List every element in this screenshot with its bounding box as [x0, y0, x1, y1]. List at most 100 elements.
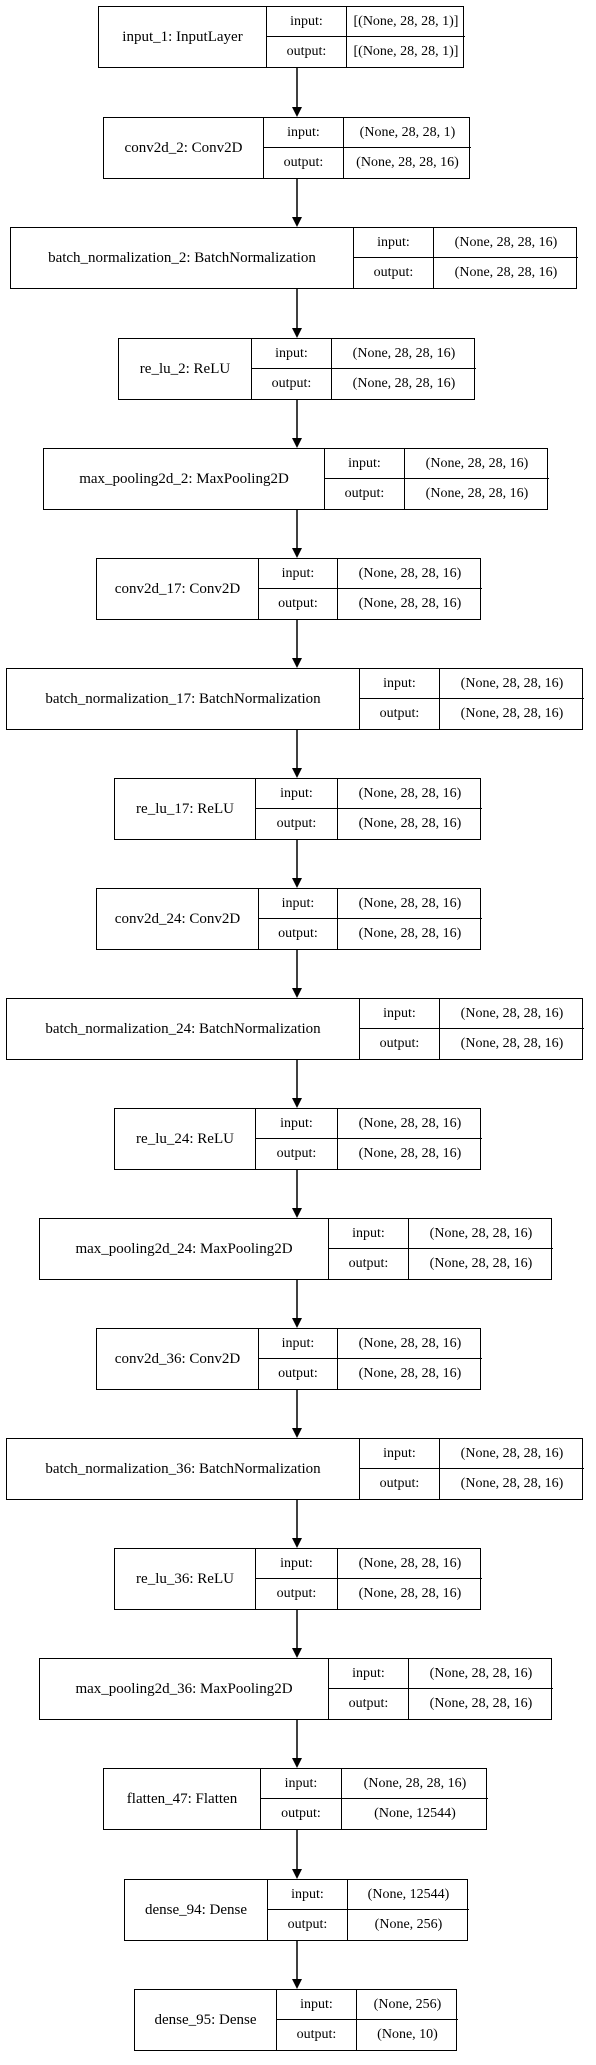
- input-label: input:: [354, 228, 434, 258]
- layer-name: batch_normalization_36: BatchNormalizati…: [7, 1439, 360, 1499]
- output-shape: (None, 28, 28, 16): [358, 1146, 462, 1161]
- layer-name: max_pooling2d_2: MaxPooling2D: [44, 449, 325, 509]
- input-shape: (None, 28, 28, 16): [409, 1219, 553, 1249]
- output-shape: (None, 12544): [374, 1806, 456, 1821]
- arrow-head: [292, 768, 302, 778]
- arrow-head: [292, 1208, 302, 1218]
- input-shape: (None, 28, 28, 16): [342, 1769, 488, 1799]
- output-label: output:: [256, 1139, 338, 1169]
- input-label: input:: [360, 669, 440, 699]
- layer-node-re-lu-2: re_lu_2: ReLU input: (None, 28, 28, 16) …: [118, 338, 476, 400]
- output-shape: (None, 28, 28, 16): [429, 1696, 533, 1711]
- layer-node-flatten-47: flatten_47: Flatten input: (None, 28, 28…: [103, 1768, 488, 1830]
- output-label: output:: [256, 809, 338, 839]
- output-label: output:: [259, 589, 338, 619]
- output-shape: (None, 28, 28, 16): [358, 1586, 462, 1601]
- input-shape: (None, 28, 28, 16): [440, 999, 584, 1029]
- input-label: input:: [256, 1109, 338, 1139]
- output-label: output:: [360, 1029, 440, 1059]
- output-shape: (None, 28, 28, 16): [460, 1476, 564, 1491]
- input-label: input:: [360, 1439, 440, 1469]
- layer-name: conv2d_2: Conv2D: [104, 118, 264, 178]
- input-shape: (None, 28, 28, 16): [440, 1439, 584, 1469]
- layer-name: batch_normalization_17: BatchNormalizati…: [7, 669, 360, 729]
- layer-node-batch-norm-36: batch_normalization_36: BatchNormalizati…: [6, 1438, 584, 1500]
- input-shape: (None, 28, 28, 16): [409, 1659, 553, 1689]
- input-shape: (None, 256): [357, 1990, 458, 2020]
- output-label: output:: [329, 1689, 409, 1719]
- input-label: input:: [329, 1659, 409, 1689]
- layer-name: flatten_47: Flatten: [104, 1769, 261, 1829]
- layer-node-max-pooling-36: max_pooling2d_36: MaxPooling2D input: (N…: [39, 1658, 553, 1720]
- input-label: input:: [277, 1990, 357, 2020]
- output-label: output:: [259, 1359, 338, 1389]
- layer-name: conv2d_24: Conv2D: [97, 889, 259, 949]
- output-label: output:: [261, 1799, 342, 1829]
- input-label: input:: [256, 779, 338, 809]
- layer-node-conv2d-24: conv2d_24: Conv2D input: (None, 28, 28, …: [96, 888, 482, 950]
- output-shape: [(None, 28, 28, 1)]: [353, 44, 459, 59]
- output-label: output:: [252, 369, 332, 399]
- input-shape: (None, 12544): [348, 1880, 469, 1910]
- arrow-head: [292, 548, 302, 558]
- output-shape: (None, 28, 28, 16): [358, 1366, 462, 1381]
- output-label: output:: [325, 479, 405, 509]
- layer-node-batch-norm-24: batch_normalization_24: BatchNormalizati…: [6, 998, 584, 1060]
- layer-name: dense_94: Dense: [125, 1880, 268, 1940]
- layer-node-re-lu-36: re_lu_36: ReLU input: (None, 28, 28, 16)…: [114, 1548, 482, 1610]
- arrow-head: [292, 1318, 302, 1328]
- output-shape: (None, 28, 28, 16): [352, 376, 456, 391]
- output-shape: (None, 28, 28, 16): [454, 265, 558, 280]
- input-label: input:: [325, 449, 405, 479]
- layer-name: re_lu_17: ReLU: [115, 779, 256, 839]
- input-label: input:: [267, 7, 347, 37]
- layer-name: batch_normalization_24: BatchNormalizati…: [7, 999, 360, 1059]
- input-label: input:: [259, 559, 338, 589]
- arrow-head: [292, 878, 302, 888]
- arrow-head: [292, 107, 302, 117]
- output-label: output:: [360, 1469, 440, 1499]
- output-shape: (None, 256): [374, 1917, 443, 1932]
- input-label: input:: [256, 1549, 338, 1579]
- arrow-head: [292, 1979, 302, 1989]
- layer-node-batch-norm-2: batch_normalization_2: BatchNormalizatio…: [10, 227, 578, 289]
- output-shape: (None, 28, 28, 16): [429, 1256, 533, 1271]
- output-label: output:: [259, 919, 338, 949]
- layer-node-input-1: input_1: InputLayer input: [(None, 28, 2…: [98, 6, 465, 68]
- layer-name: dense_95: Dense: [135, 1990, 277, 2050]
- layer-name: conv2d_17: Conv2D: [97, 559, 259, 619]
- output-shape: (None, 10): [377, 2027, 438, 2042]
- input-shape: (None, 28, 28, 1): [344, 118, 471, 148]
- output-label: output:: [277, 2020, 357, 2050]
- layer-node-dense-94: dense_94: Dense input: (None, 12544) out…: [124, 1879, 469, 1941]
- output-shape: (None, 28, 28, 16): [358, 816, 462, 831]
- output-label: output:: [360, 699, 440, 729]
- layer-node-dense-95: dense_95: Dense input: (None, 256) outpu…: [134, 1989, 458, 2051]
- layer-name: re_lu_36: ReLU: [115, 1549, 256, 1609]
- layer-node-max-pooling-2: max_pooling2d_2: MaxPooling2D input: (No…: [43, 448, 549, 510]
- output-label: output:: [267, 37, 347, 67]
- layer-name: re_lu_2: ReLU: [119, 339, 252, 399]
- layer-node-re-lu-24: re_lu_24: ReLU input: (None, 28, 28, 16)…: [114, 1108, 482, 1170]
- input-label: input:: [268, 1880, 348, 1910]
- output-label: output:: [264, 148, 344, 178]
- input-shape: (None, 28, 28, 16): [338, 779, 482, 809]
- output-shape: (None, 28, 28, 16): [356, 155, 459, 170]
- layer-node-conv2d-17: conv2d_17: Conv2D input: (None, 28, 28, …: [96, 558, 482, 620]
- arrow-head: [292, 658, 302, 668]
- layer-node-conv2d-2: conv2d_2: Conv2D input: (None, 28, 28, 1…: [103, 117, 471, 179]
- layer-name: max_pooling2d_36: MaxPooling2D: [40, 1659, 329, 1719]
- layer-node-batch-norm-17: batch_normalization_17: BatchNormalizati…: [6, 668, 584, 730]
- input-shape: (None, 28, 28, 16): [434, 228, 578, 258]
- arrow-head: [292, 328, 302, 338]
- output-shape: (None, 28, 28, 16): [460, 706, 564, 721]
- input-label: input:: [360, 999, 440, 1029]
- arrow-head: [292, 217, 302, 227]
- input-shape: (None, 28, 28, 16): [338, 559, 482, 589]
- input-shape: (None, 28, 28, 16): [332, 339, 476, 369]
- input-shape: (None, 28, 28, 16): [405, 449, 549, 479]
- output-shape: (None, 28, 28, 16): [358, 596, 462, 611]
- layer-name: batch_normalization_2: BatchNormalizatio…: [11, 228, 354, 288]
